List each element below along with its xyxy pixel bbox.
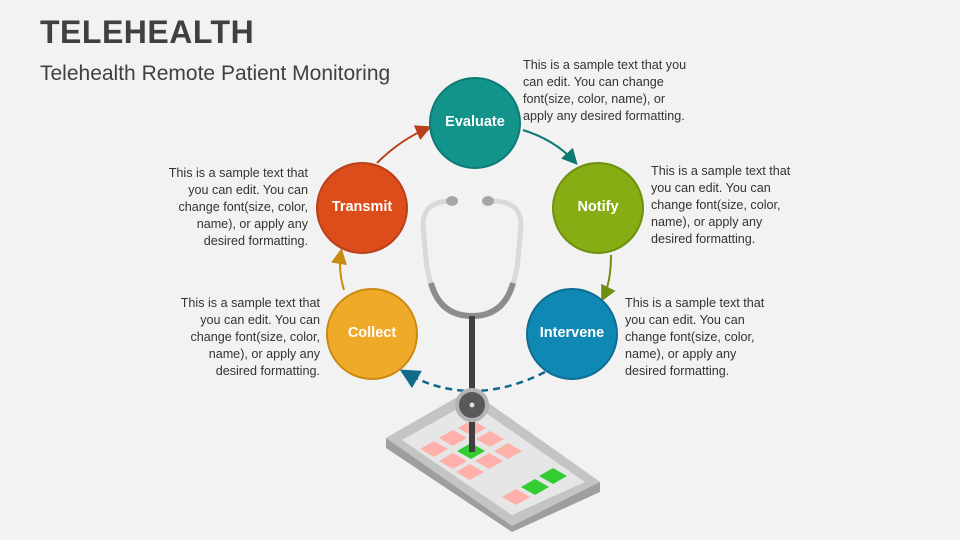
collect-description: This is a sample text that you can edit.…: [180, 296, 320, 378]
arrow-evaluate-notify: [522, 129, 578, 165]
evaluate-description: This is a sample text that you can edit.…: [523, 58, 687, 123]
stethoscope-icon: [420, 196, 524, 406]
smartphone-icon: [386, 388, 600, 532]
arrow-collect-transmit: [331, 248, 347, 291]
page-title: TELEHEALTH: [40, 14, 255, 50]
notify-label: Notify: [577, 199, 619, 215]
intervene-circle: [526, 288, 618, 380]
collect-circle: [326, 288, 418, 380]
page-subtitle: Telehealth Remote Patient Monitoring: [40, 62, 391, 85]
notify-circle: [552, 162, 644, 254]
transmit-label: Transmit: [331, 199, 393, 215]
notify-description: This is a sample text that you can edit.…: [651, 164, 791, 246]
transmit-circle: [316, 162, 408, 254]
evaluate-label: Evaluate: [445, 114, 505, 130]
arrow-transmit-evaluate: [376, 125, 432, 164]
collect-label: Collect: [347, 325, 397, 341]
intervene-label: Intervene: [539, 325, 605, 341]
arrow-notify-intervene: [601, 254, 616, 302]
intervene-description: This is a sample text that you can edit.…: [625, 296, 765, 378]
evaluate-circle: [429, 77, 521, 169]
transmit-description: This is a sample text that you can edit.…: [168, 166, 308, 248]
